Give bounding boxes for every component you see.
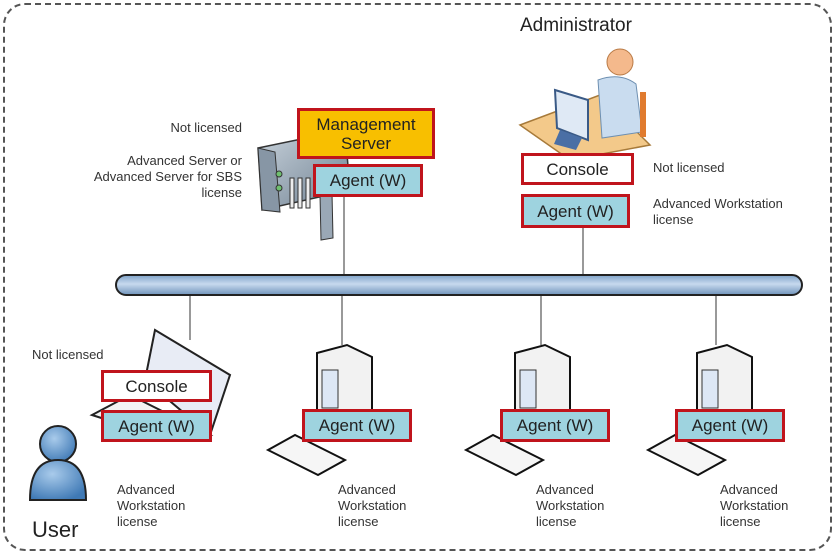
mgmt-label-line: Server xyxy=(340,133,392,153)
license-line: Advanced Server for SBS xyxy=(93,169,242,184)
server-agent-box[interactable]: Agent (W) xyxy=(313,164,423,197)
server-mgmt-license: Not licensed xyxy=(170,120,242,135)
workstation-1-agent-box[interactable]: Agent (W) xyxy=(302,409,412,442)
laptop-console-box[interactable]: Console xyxy=(101,370,212,402)
license-line: license xyxy=(720,514,761,529)
admin-agent-box[interactable]: Agent (W) xyxy=(521,194,630,228)
laptop-agent-license: Advanced Workstation license xyxy=(117,482,185,530)
license-line: Advanced Server or xyxy=(127,153,242,168)
admin-agent-license: Advanced Workstation license xyxy=(653,196,783,228)
license-line: license xyxy=(536,514,577,529)
workstation-2-agent-box[interactable]: Agent (W) xyxy=(500,409,610,442)
admin-console-box[interactable]: Console xyxy=(521,153,634,185)
license-line: license xyxy=(653,212,694,227)
license-line: Workstation xyxy=(720,498,789,513)
user-icon xyxy=(28,425,88,501)
user-label: User xyxy=(32,517,79,542)
admin-console-license: Not licensed xyxy=(653,160,725,175)
license-line: Workstation xyxy=(338,498,407,513)
license-line: Advanced xyxy=(720,482,778,497)
workstation-3-agent-box[interactable]: Agent (W) xyxy=(675,409,785,442)
license-line: license xyxy=(201,185,242,200)
network-boundary xyxy=(3,3,832,551)
license-line: Advanced Workstation xyxy=(653,196,783,211)
server-agent-license: Advanced Server or Advanced Server for S… xyxy=(40,153,242,201)
workstation-icon-1 xyxy=(265,343,373,477)
license-line: Workstation xyxy=(117,498,186,513)
laptop-agent-box[interactable]: Agent (W) xyxy=(101,410,212,442)
connectors xyxy=(189,190,717,345)
workstation-icon-2 xyxy=(463,343,571,477)
license-line: license xyxy=(117,514,158,529)
workstation-icon-3 xyxy=(645,343,753,477)
license-line: Advanced xyxy=(117,482,175,497)
workstation-3-license: Advanced Workstation license xyxy=(720,482,788,530)
administrator-icon xyxy=(518,48,652,161)
administrator-title: Administrator xyxy=(520,15,632,36)
mgmt-label-line: Management xyxy=(316,114,416,134)
license-line: Workstation xyxy=(536,498,605,513)
license-line: license xyxy=(338,514,379,529)
network-bus xyxy=(115,274,803,296)
laptop-console-license: Not licensed xyxy=(32,347,104,362)
workstation-1-license: Advanced Workstation license xyxy=(338,482,406,530)
management-server-box[interactable]: Management Server xyxy=(297,108,435,159)
workstation-2-license: Advanced Workstation license xyxy=(536,482,604,530)
license-line: Advanced xyxy=(338,482,396,497)
license-line: Advanced xyxy=(536,482,594,497)
